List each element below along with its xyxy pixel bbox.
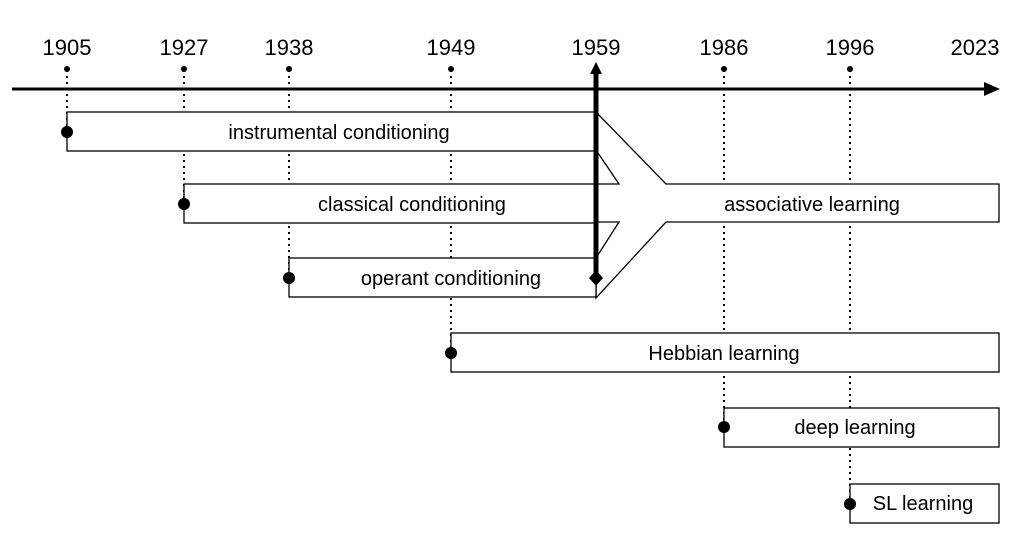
start-dot-hebbian bbox=[445, 347, 457, 359]
year-label: 1959 bbox=[572, 35, 621, 60]
axis-arrowhead bbox=[984, 82, 1000, 96]
start-dot-classical bbox=[178, 198, 190, 210]
tick-dot-1986 bbox=[721, 66, 727, 72]
tick-dot-1938 bbox=[286, 66, 292, 72]
year-label: 1996 bbox=[826, 35, 875, 60]
bar-label-operant: operant conditioning bbox=[361, 268, 541, 290]
hebbian-learning-bar bbox=[450, 332, 1000, 373]
year-label: 1927 bbox=[160, 35, 209, 60]
year-label: 1938 bbox=[265, 35, 314, 60]
year-label: 1905 bbox=[43, 35, 92, 60]
tick-dot-1949 bbox=[448, 66, 454, 72]
start-dot-deep bbox=[718, 421, 730, 433]
bar-label-associative: associative learning bbox=[724, 194, 900, 216]
milestone-1959-arrowhead bbox=[590, 62, 602, 74]
start-dot-sl bbox=[844, 498, 856, 510]
milestone-1959-diamond bbox=[589, 270, 603, 286]
year-label: 1986 bbox=[700, 35, 749, 60]
sl-learning-bar bbox=[849, 483, 1000, 524]
instrumental-conditioning-bar bbox=[66, 111, 597, 152]
bar-label-classical: classical conditioning bbox=[318, 194, 506, 216]
tick-dot-1996 bbox=[847, 66, 853, 72]
start-dot-operant bbox=[283, 272, 295, 284]
bar-label-instrumental: instrumental conditioning bbox=[228, 122, 449, 144]
year-label: 1949 bbox=[427, 35, 476, 60]
deep-learning-bar bbox=[723, 407, 1000, 448]
bar-label-sl: SL learning bbox=[873, 493, 973, 515]
start-dot-instrumental bbox=[61, 126, 73, 138]
tick-dot-1927 bbox=[181, 66, 187, 72]
tick-dot-1905 bbox=[64, 66, 70, 72]
bar-label-hebbian: Hebbian learning bbox=[648, 343, 799, 365]
bar-label-deep: deep learning bbox=[794, 417, 915, 439]
year-label: 2023 bbox=[951, 35, 1000, 60]
